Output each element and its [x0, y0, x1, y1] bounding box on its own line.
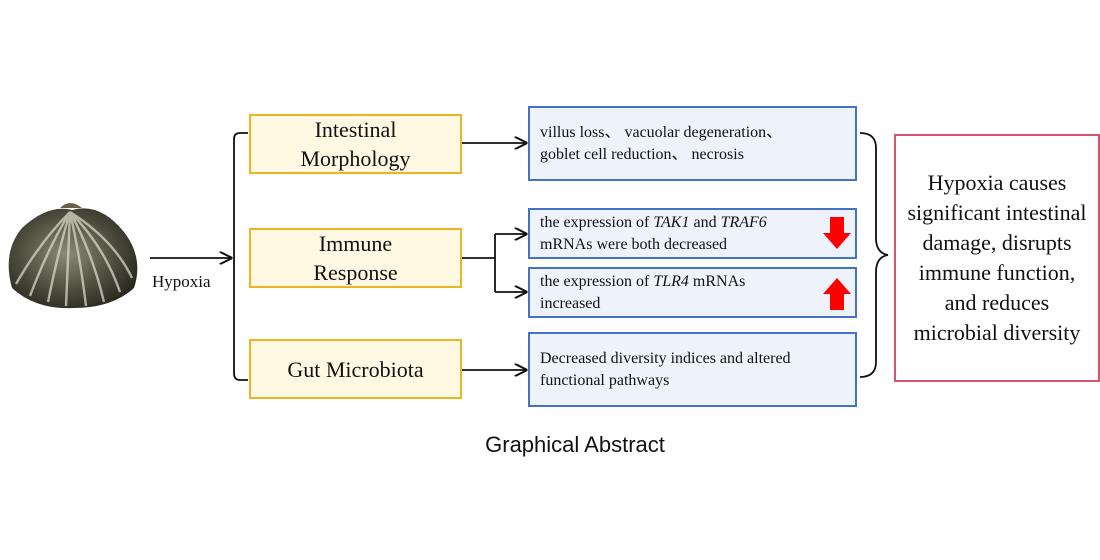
- category-label-line1: Intestinal: [314, 117, 397, 142]
- text-prefix: the expression of: [540, 213, 654, 231]
- gene-tak1: TAK1: [653, 213, 690, 231]
- down-arrow-icon: [823, 217, 851, 249]
- result-immune-increased: the expression of TLR4 mRNAs increased: [528, 267, 857, 318]
- left-bracket: [233, 132, 248, 381]
- category-intestinal-morphology: Intestinal Morphology: [249, 114, 462, 174]
- up-arrow-icon: [823, 278, 851, 310]
- category-label-line2: Morphology: [300, 146, 411, 171]
- text-suffix: mRNAs increased: [540, 272, 746, 312]
- text-prefix: the expression of: [540, 272, 654, 290]
- cockle-shell-image: [8, 203, 138, 309]
- result-morphology-text: villus loss、 vacuolar degeneration、 gobl…: [540, 123, 783, 163]
- right-brace: [859, 132, 889, 378]
- result-immune-decreased-text: the expression of TAK1 and TRAF6 mRNAs w…: [540, 212, 767, 256]
- result-microbiota: Decreased diversity indices and altered …: [528, 332, 857, 407]
- conclusion-text: Hypoxia causes significant intestinal da…: [907, 170, 1087, 345]
- text-mid: and: [689, 213, 721, 231]
- result-immune-increased-text: the expression of TLR4 mRNAs increased: [540, 271, 745, 315]
- category-label-line2: Response: [313, 260, 398, 285]
- text-suffix: mRNAs were both decreased: [540, 235, 728, 253]
- result-morphology: villus loss、 vacuolar degeneration、 gobl…: [528, 106, 857, 181]
- gene-tlr4: TLR4: [653, 272, 689, 290]
- result-immune-decreased: the expression of TAK1 and TRAF6 mRNAs w…: [528, 208, 857, 259]
- result-microbiota-text: Decreased diversity indices and altered …: [540, 349, 791, 389]
- hypoxia-label: Hypoxia: [152, 272, 211, 291]
- conclusion-box: Hypoxia causes significant intestinal da…: [894, 134, 1100, 382]
- caption: Graphical Abstract: [485, 432, 665, 457]
- gene-traf6: TRAF6: [720, 213, 767, 231]
- category-gut-microbiota: Gut Microbiota: [249, 339, 462, 399]
- category-label-line1: Gut Microbiota: [287, 356, 424, 382]
- category-label-line1: Immune: [318, 231, 393, 256]
- category-immune-response: Immune Response: [249, 228, 462, 288]
